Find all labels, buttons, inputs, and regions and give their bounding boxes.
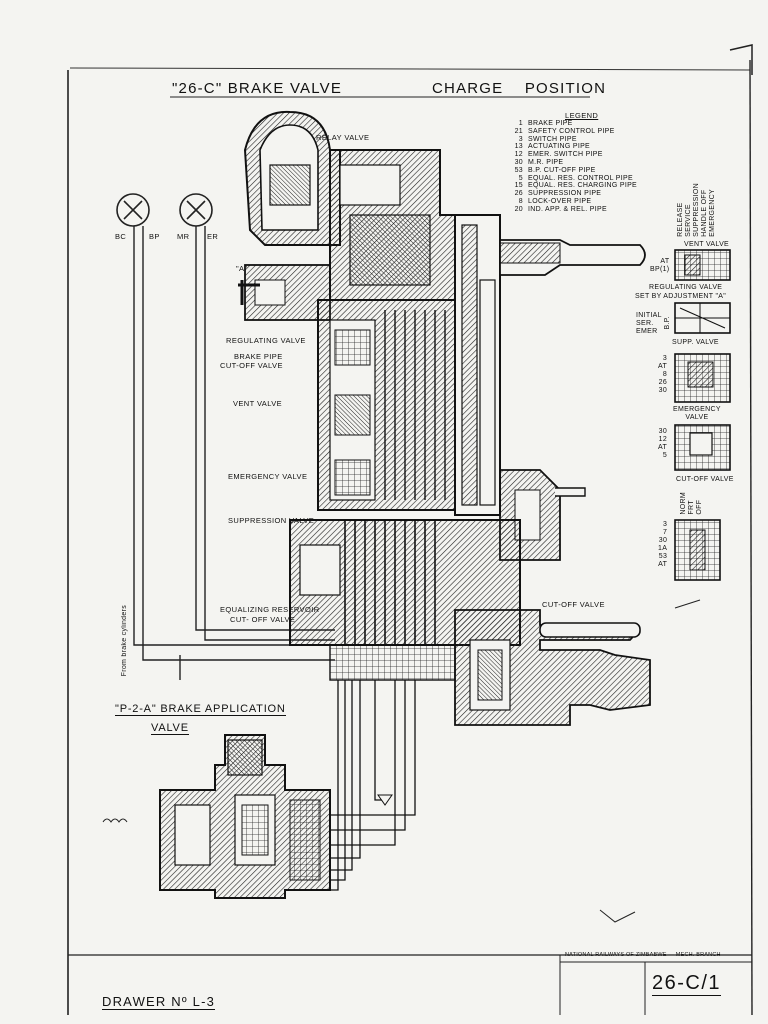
cutoff-pos-norm: NORM	[680, 492, 687, 515]
p2a-title: "P-2-A" BRAKE APPLICATION	[115, 703, 286, 716]
label-a-mark: "A"	[236, 264, 248, 273]
handle-pos-service: SERVICE	[685, 204, 692, 237]
label-regulating-valve: REGULATING VALVE	[226, 336, 306, 345]
rp-cutoff-valve: CUT-OFF VALVE	[676, 476, 734, 483]
legend-item: 5 EQUAL. RES. CONTROL PIPE	[505, 175, 637, 183]
handle-pos-handle-off: HANDLE OFF	[701, 189, 708, 237]
legend-item-label: EQUAL. RES. CONTROL PIPE	[528, 174, 633, 182]
rp-regulating-note-2: SET BY ADJUSTMENT "A"	[635, 293, 727, 300]
legend-item-label: SAFETY CONTROL PIPE	[528, 127, 615, 135]
legend-item-number: 8	[518, 197, 523, 205]
legend-item: 1 BRAKE PIPE	[505, 120, 637, 128]
rp-vent-valve: VENT VALVE	[684, 241, 730, 248]
legend-item: 53 B.P. CUT-OFF PIPE	[505, 167, 637, 175]
drawing-number: 26-C/1	[652, 972, 722, 996]
legend-item: 21 SAFETY CONTROL PIPE	[505, 128, 637, 136]
label-emergency-valve: EMERGENCY VALVE	[228, 472, 308, 481]
legend-item-label: SUPPRESSION PIPE	[528, 190, 602, 198]
legend-item-label: IND. APP. & REL. PIPE	[528, 205, 607, 213]
rp-initial: INITIAL SER. EMER	[636, 312, 662, 335]
legend-item-number: 3	[518, 135, 523, 143]
handle-pos-emergency: EMERGENCY	[709, 189, 716, 237]
legend-item-number: 13	[514, 143, 523, 151]
legend-item-number: 21	[514, 127, 523, 135]
label-equalizing-reservoir: EQUALIZING RESERVOIR	[220, 605, 320, 614]
legend-item-number: 12	[514, 151, 523, 159]
legend-item-number: 5	[518, 174, 523, 182]
rp-supp-valve: SUPP. VALVE	[672, 339, 719, 346]
legend-item: 30 M.R. PIPE	[505, 159, 637, 167]
rp-at-bp: AT BP(1)	[650, 258, 670, 273]
gauge-label-bp: BP	[149, 232, 160, 241]
label-bp-cutoff-valve: CUT-OFF VALVE	[220, 361, 283, 370]
legend-item-label: ACTUATING PIPE	[528, 143, 591, 151]
legend-item: 26 SUPPRESSION PIPE	[505, 190, 637, 198]
drawer-number: DRAWER Nº L-3	[102, 994, 216, 1010]
gauge-label-er: ER	[207, 232, 219, 241]
rp-supp-ports: 3 AT 8 26 30	[658, 355, 668, 394]
diagram-title: "26-C" BRAKE VALVE	[172, 80, 343, 97]
p2a-valve-label: VALVE	[151, 722, 189, 735]
legend-item-label: B.P. CUT-OFF PIPE	[528, 166, 596, 174]
rp-cutoff-positions: NORM FRT OFF	[680, 492, 703, 515]
legend-item-label: SWITCH PIPE	[528, 135, 577, 143]
rp-regulating-note-1: REGULATING VALVE	[649, 284, 723, 291]
legend-item-label: M.R. PIPE	[528, 158, 564, 166]
label-relay-valve: RELAY VALVE	[316, 133, 370, 142]
legend-item: 8 LOCK-OVER PIPE	[505, 198, 637, 206]
diagram-position-title: CHARGE POSITION	[432, 80, 607, 97]
gauge-label-mr: MR	[177, 232, 190, 241]
legend-list: 1 BRAKE PIPE 21 SAFETY CONTROL PIPE 3 SWITCH …	[505, 120, 637, 214]
rp-emergency-valve: EMERGENCY VALVE	[673, 406, 721, 421]
legend-item-number: 26	[514, 190, 523, 198]
legend-item-label: BRAKE PIPE	[528, 120, 573, 127]
label-cutoff-valve: CUT-OFF VALVE	[542, 600, 605, 609]
rp-bp-vert: B.P.	[664, 316, 671, 330]
cutoff-pos-frt: FRT	[688, 500, 695, 515]
legend-item-number: 15	[514, 182, 523, 190]
gauge-label-bc: BC	[115, 232, 127, 241]
cutoff-pos-off: OFF	[696, 499, 703, 515]
legend-item-label: LOCK-OVER PIPE	[528, 197, 592, 205]
label-vent-valve: VENT VALVE	[233, 399, 283, 408]
title-block-org: NATIONAL RAILWAYS OF ZIMBABWE — MECH. BR…	[565, 952, 721, 958]
handle-pos-release: RELEASE	[677, 202, 684, 237]
legend-item: 13 ACTUATING PIPE	[505, 143, 637, 151]
legend-item: 3 SWITCH PIPE	[505, 136, 637, 144]
rp-cutoff-ports: 3 7 30 1A 53 AT	[658, 521, 668, 568]
handle-positions: RELEASE SERVICE SUPPRESSION HANDLE OFF E…	[677, 183, 716, 237]
label-from-brake-cylinders: From brake cylinders	[121, 605, 128, 677]
legend-item-label: EMER. SWITCH PIPE	[528, 151, 603, 159]
legend-item: 20 IND. APP. & REL. PIPE	[505, 206, 637, 214]
label-brake-pipe: BRAKE PIPE	[234, 352, 283, 361]
legend-item: 15 EQUAL. RES. CHARGING PIPE	[505, 182, 637, 190]
legend-item-number: 1	[518, 120, 523, 127]
legend-item-number: 30	[514, 158, 523, 166]
legend-item-number: 53	[514, 166, 523, 174]
rp-emerg-ports: 30 12 AT 5	[658, 428, 668, 459]
label-suppression-valve: SUPPRESSION VALVE	[228, 516, 315, 525]
legend-heading: LEGEND	[565, 111, 599, 120]
handle-pos-suppression: SUPPRESSION	[693, 183, 700, 237]
label-eq-res-cutoff-valve: CUT- OFF VALVE	[230, 615, 296, 624]
legend-item-number: 20	[514, 205, 523, 213]
legend-item: 12 EMER. SWITCH PIPE	[505, 151, 637, 159]
legend-item-label: EQUAL. RES. CHARGING PIPE	[528, 182, 638, 190]
